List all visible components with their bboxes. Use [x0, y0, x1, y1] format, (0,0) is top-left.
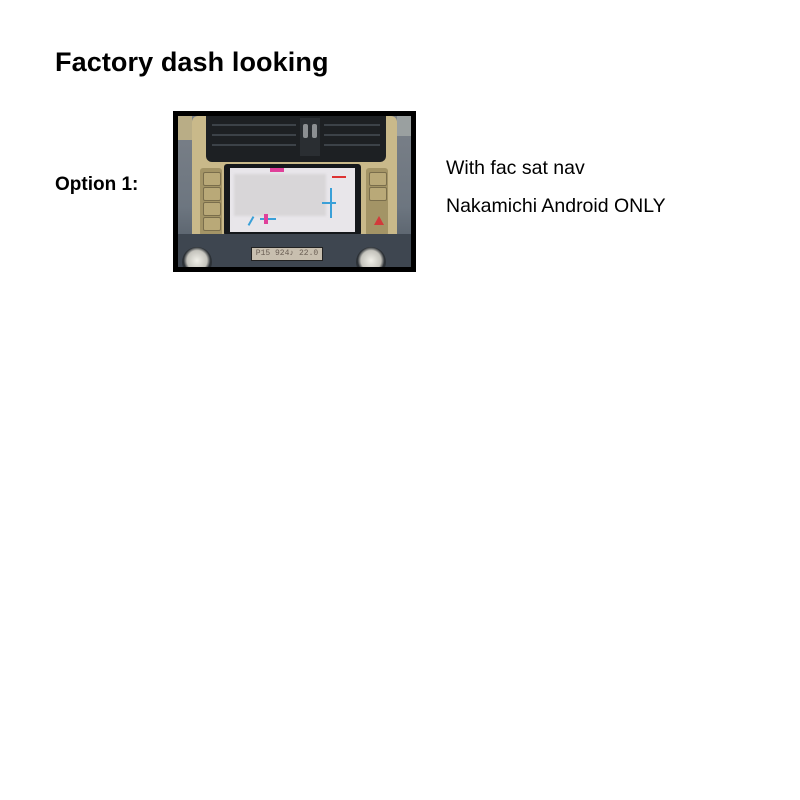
nav-screen	[230, 168, 355, 232]
dashboard-photo-content: P15 924♪ 22.0	[178, 116, 411, 267]
dashboard-photo: P15 924♪ 22.0	[173, 111, 416, 272]
description-line: With fac sat nav	[446, 157, 585, 179]
air-vent	[206, 116, 386, 162]
description-line: Nakamichi Android ONLY	[446, 195, 666, 217]
page-title: Factory dash looking	[55, 47, 329, 77]
right-knob	[356, 247, 386, 267]
right-button-panel	[366, 168, 388, 236]
hazard-icon	[374, 216, 384, 225]
radio-display: P15 924♪ 22.0	[251, 247, 323, 261]
left-button-panel	[200, 168, 222, 236]
option-label: Option 1:	[55, 174, 139, 195]
left-knob	[182, 247, 212, 267]
